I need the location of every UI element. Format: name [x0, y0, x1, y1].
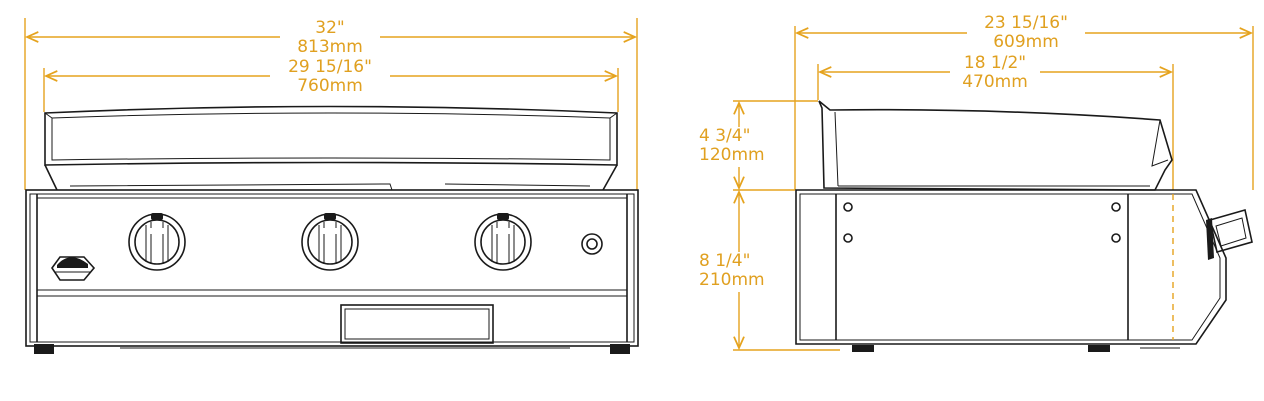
- cooktop-width-imperial: 29 15/16": [288, 57, 372, 77]
- lid-height-dimension: 4 3/4" 120mm: [696, 100, 818, 191]
- side-view: 23 15/16" 609mm 18 1/2" 470mm 4 3/4" 120…: [696, 13, 1254, 352]
- front-body: [25, 189, 639, 354]
- cooktop-width-dimension: 29 15/16" 760mm: [43, 57, 619, 112]
- regulator-connector-icon: [1206, 208, 1253, 260]
- overall-width-imperial: 32": [315, 18, 344, 38]
- lid-height-metric: 120mm: [699, 145, 765, 165]
- overall-depth-dimension: 23 15/16" 609mm: [794, 13, 1254, 190]
- side-body: [795, 189, 1227, 352]
- cooktop-depth-metric: 470mm: [962, 72, 1028, 92]
- body-height-imperial: 8 1/4": [699, 251, 750, 271]
- cooktop-depth-imperial: 18 1/2": [964, 53, 1026, 73]
- control-knob-icon: [474, 213, 532, 271]
- front-lid: [44, 105, 618, 191]
- brand-logo-icon: [51, 256, 96, 281]
- cooktop-width-metric: 760mm: [297, 76, 363, 96]
- overall-depth-imperial: 23 15/16": [984, 13, 1068, 33]
- overall-depth-metric: 609mm: [993, 32, 1059, 52]
- front-view: 32" 813mm 29 15/16" 760mm: [24, 18, 639, 354]
- control-knob-icon: [128, 213, 186, 271]
- body-height-metric: 210mm: [699, 270, 765, 290]
- cooktop-depth-dimension: 18 1/2" 470mm: [817, 53, 1174, 190]
- side-lid: [818, 100, 1173, 191]
- body-height-dimension: 8 1/4" 210mm: [696, 192, 840, 351]
- overall-width-metric: 813mm: [297, 37, 363, 57]
- igniter-button-icon: [581, 233, 603, 255]
- lid-height-imperial: 4 3/4": [699, 126, 750, 146]
- control-knob-icon: [301, 213, 359, 271]
- overall-width-dimension: 32" 813mm: [24, 18, 638, 190]
